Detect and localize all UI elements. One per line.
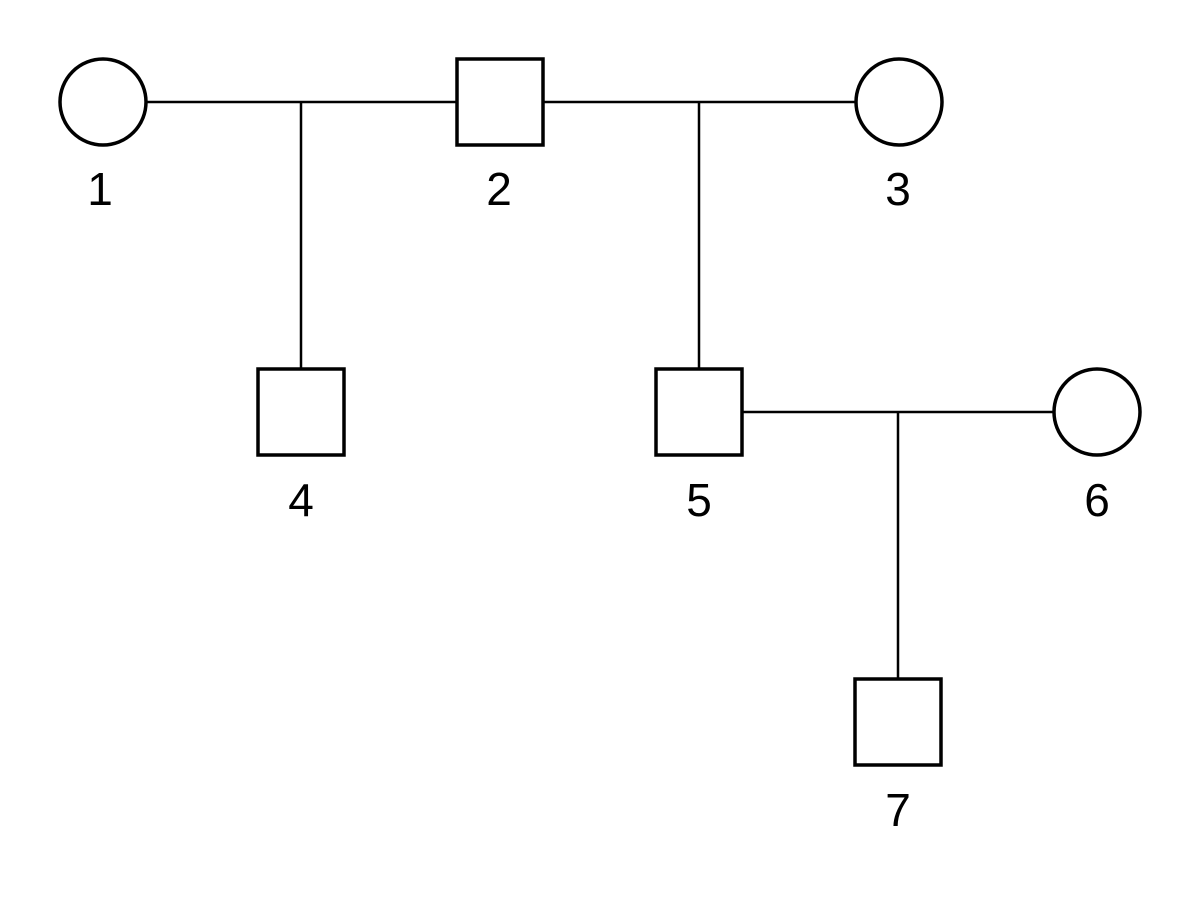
person-7-label: 7: [885, 784, 911, 836]
person-5-label: 5: [686, 474, 712, 526]
person-7-male-square: [853, 677, 943, 767]
person-1-female-circle: [58, 57, 148, 147]
person-5-male-square: [654, 367, 744, 457]
person-4-label: 4: [288, 474, 314, 526]
person-2-label: 2: [486, 163, 512, 215]
person-3-label: 3: [885, 163, 911, 215]
person-2-male-square: [455, 57, 545, 147]
person-3-female-circle: [854, 57, 944, 147]
person-6-female-circle: [1052, 367, 1142, 457]
person-6-label: 6: [1084, 474, 1110, 526]
person-1-label: 1: [87, 163, 113, 215]
person-4-male-square: [256, 367, 346, 457]
